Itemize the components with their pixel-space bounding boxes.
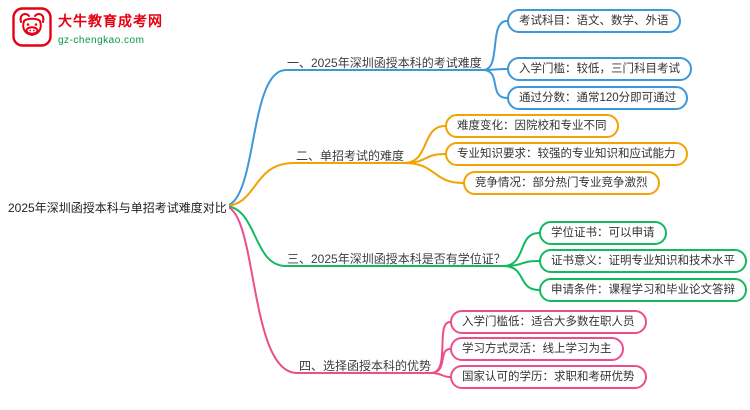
branch3-leaf-3: 申请条件：课程学习和毕业论文答辩 [539, 278, 747, 302]
branch2-leaf-1: 难度变化：因院校和专业不同 [445, 114, 619, 138]
logo-url: gz-chengkao.com [58, 35, 145, 46]
branch4-connectors [223, 205, 451, 378]
site-logo[interactable]: 大牛教育成考网 gz-chengkao.com [12, 7, 163, 47]
connector-root-branch1 [223, 69, 484, 207]
branch4-leaf-2: 学习方式灵活：线上学习为主 [450, 337, 624, 361]
logo-title: 大牛教育成考网 [58, 13, 163, 29]
branch2-connectors [223, 125, 464, 207]
branch1-leaf-1: 考试科目：语文、数学、外语 [507, 9, 681, 33]
connector-branch2-child3 [403, 162, 464, 184]
connector-branch1-child3 [482, 69, 508, 99]
connector-branch3-child2 [502, 260, 540, 267]
connector-root-branch4 [223, 205, 432, 374]
branch1-connectors [223, 20, 508, 207]
branch4-label: 四、选择函授本科的优势 [299, 359, 432, 373]
connector-root-branch3 [223, 205, 504, 267]
branch1-leaf-3: 通过分数：通常120分即可通过 [507, 86, 689, 110]
branch2-label: 二、单招考试的难度 [296, 149, 405, 163]
branch3-leaf-2: 证书意义：证明专业知识和技术水平 [539, 249, 747, 273]
connector-branch1-child1 [482, 20, 508, 71]
branch3-connectors [223, 205, 540, 291]
branch1-leaf-2: 入学门槛：较低，三门科目考试 [507, 57, 692, 81]
branch4-leaf-1: 入学门槛低：适合大多数在职人员 [450, 310, 647, 334]
branch2-leaf-3: 竞争情况：部分热门专业竞争激烈 [463, 171, 660, 195]
branch1-label: 一、2025年深圳函授本科的考试难度 [287, 56, 482, 70]
bull-icon [12, 7, 52, 47]
branch3-label: 三、2025年深圳函授本科是否有学位证？ [287, 252, 506, 266]
connector-branch3-child3 [502, 265, 540, 291]
branch3-leaf-1: 学位证书：可以申请 [539, 221, 667, 245]
branch4-leaf-3: 国家认可的学历：求职和考研优势 [450, 365, 647, 389]
root-node: 2025年深圳函授本科与单招考试难度对比 [6, 198, 229, 217]
connector-branch2-child1 [403, 125, 446, 164]
connector-root-branch2 [223, 162, 405, 207]
branch2-leaf-2: 专业知识要求：较强的专业知识和应试能力 [445, 142, 688, 166]
logo-text: 大牛教育成考网 gz-chengkao.com [58, 7, 163, 46]
connector-branch4-child3 [430, 372, 451, 378]
